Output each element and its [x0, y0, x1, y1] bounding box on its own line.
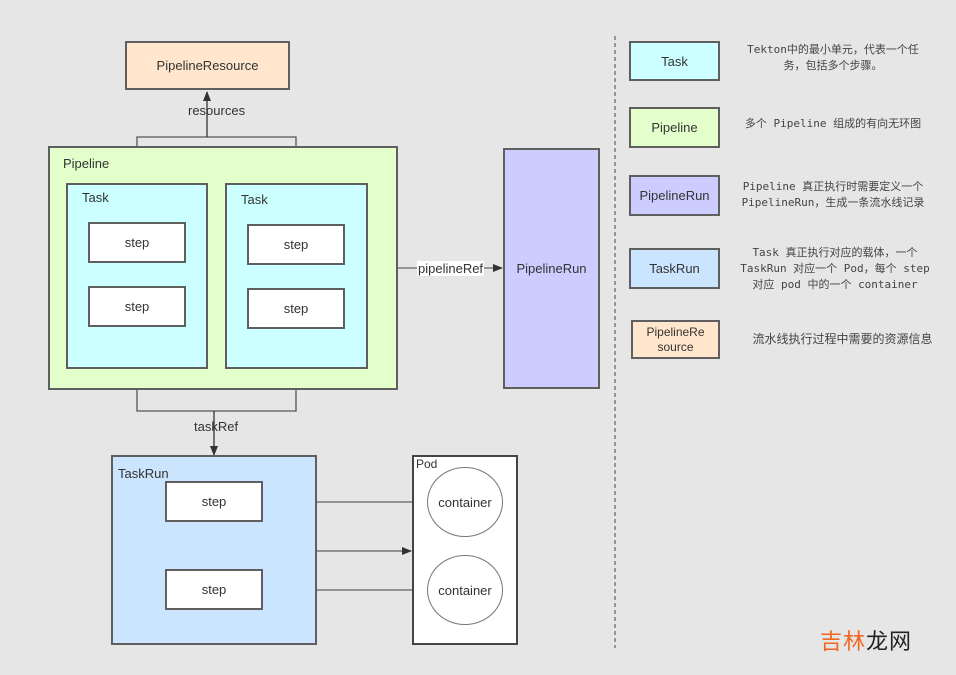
step-label: step — [283, 301, 309, 316]
task-node[interactable] — [66, 183, 208, 369]
taskref-edge-label: taskRef — [194, 419, 239, 434]
legend-description: Tekton中的最小单元，代表一个任 务，包括多个步骤。 — [747, 43, 919, 72]
step-label: step — [124, 299, 150, 314]
resources-edge-label: resources — [188, 103, 246, 118]
watermark-logo: 吉林龙网 — [820, 624, 912, 656]
step-label: step — [283, 237, 309, 252]
legend-name: TaskRun — [649, 261, 700, 276]
pipeline-run-label: PipelineRun — [516, 261, 587, 276]
container-label: container — [438, 582, 492, 598]
step-node[interactable]: step — [247, 224, 345, 265]
legend-description: Task 真正执行对应的载体，一个 TaskRun 对应一个 Pod，每个 st… — [740, 246, 930, 291]
legend-swatch-pipeline: Pipeline — [629, 107, 720, 148]
step-label: step — [201, 494, 227, 509]
legend-swatch-task: Task — [629, 41, 720, 81]
legend-name: Task — [661, 53, 688, 69]
legend-description: 流水线执行过程中需要的资源信息 — [752, 332, 933, 346]
legend-swatch-pipeline-resource: PipelineRe source — [631, 320, 720, 359]
legend-name: PipelineRe source — [646, 324, 705, 354]
container-node[interactable]: container — [427, 555, 503, 625]
pod-label: Pod — [416, 457, 438, 471]
legend-name: PipelineRun — [639, 188, 710, 203]
task-label: Task — [82, 190, 109, 205]
task-node[interactable] — [225, 183, 368, 369]
task-run-label: TaskRun — [118, 466, 169, 481]
step-label: step — [201, 582, 227, 597]
legend-description: 多个 Pipeline 组成的有向无环图 — [744, 117, 922, 130]
container-node[interactable]: container — [427, 467, 503, 537]
pipeline-run-node[interactable]: PipelineRun — [503, 148, 600, 389]
legend-name: Pipeline — [651, 120, 698, 135]
step-label: step — [124, 235, 150, 250]
pipeline-label: Pipeline — [63, 156, 110, 171]
watermark-part2: 龙网 — [866, 630, 913, 655]
step-node[interactable]: step — [165, 569, 263, 610]
legend-description: Pipeline 真正执行时需要定义一个 PipelineRun，生成一条流水线… — [741, 180, 925, 209]
container-label: container — [438, 494, 492, 510]
task-label: Task — [241, 192, 268, 207]
legend-swatch-task-run: TaskRun — [629, 248, 720, 289]
step-node[interactable]: step — [247, 288, 345, 329]
step-node[interactable]: step — [88, 286, 186, 327]
pipeline-resource-label: PipelineResource — [156, 58, 259, 73]
legend-swatch-pipeline-run: PipelineRun — [629, 175, 720, 216]
step-node[interactable]: step — [165, 481, 263, 522]
pipelineref-edge-label: pipelineRef — [417, 261, 485, 276]
pipeline-resource-node[interactable]: PipelineResource — [125, 41, 290, 90]
step-node[interactable]: step — [88, 222, 186, 263]
watermark-part1: 吉林 — [820, 630, 867, 655]
